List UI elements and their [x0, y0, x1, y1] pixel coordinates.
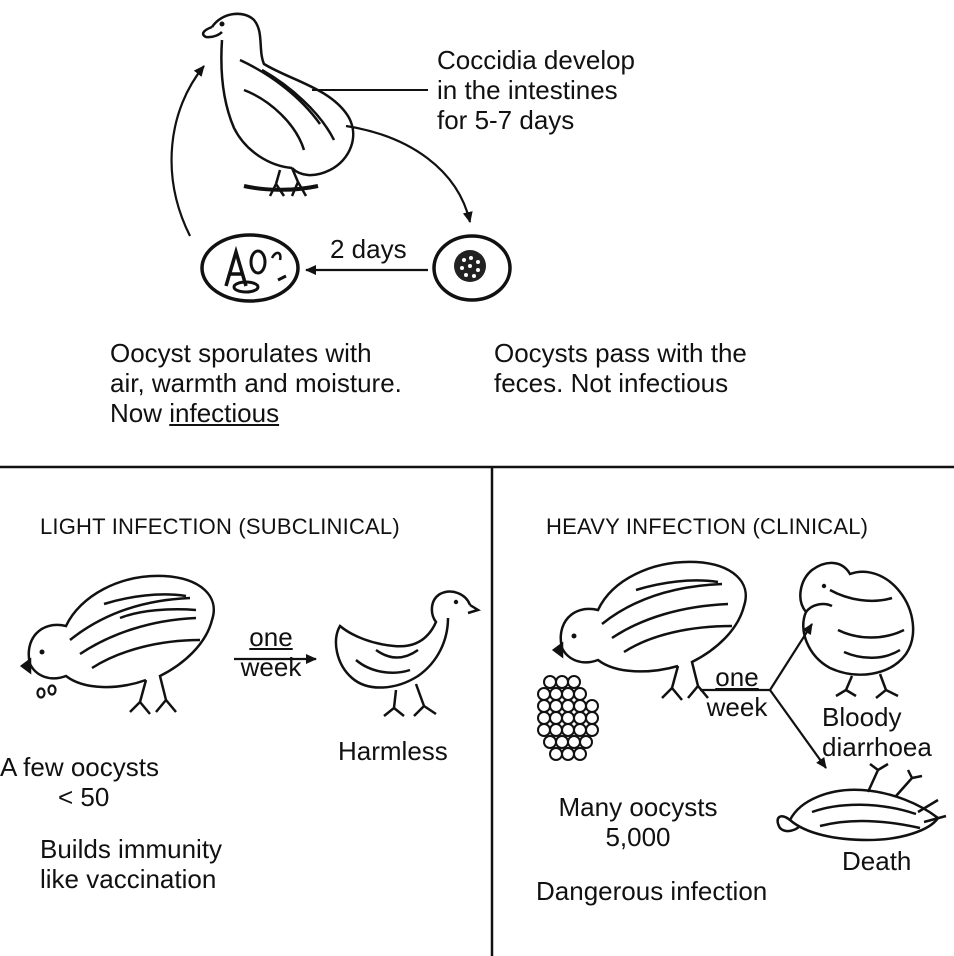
- many-oocysts-illustration: [538, 676, 598, 760]
- light-count-line2: < 50: [0, 782, 159, 812]
- sporulate-text-line3: Now infectious: [110, 398, 402, 428]
- light-count-line1: A few oocysts: [0, 752, 159, 782]
- light-infection-heading: LIGHT INFECTION (SUBCLINICAL): [40, 512, 400, 542]
- infectious-emphasis: infectious: [169, 398, 279, 428]
- light-time-line2: week: [236, 652, 306, 682]
- dead-chick-illustration: [778, 764, 946, 840]
- few-oocysts-illustration: [38, 686, 56, 698]
- heavy-count-line2: 5,000: [536, 822, 740, 852]
- sporulate-text-line1: Oocyst sporulates with: [110, 338, 402, 368]
- sick-chick-illustration: [800, 563, 913, 698]
- light-note-line1: Builds immunity: [40, 834, 222, 864]
- light-outcome-label: Harmless: [338, 736, 448, 766]
- sporulate-text-line2: air, warmth and moisture.: [110, 368, 402, 398]
- sporulated-to-hen-arrow: [172, 66, 204, 236]
- healthy-grown-chicken-illustration: [336, 592, 478, 716]
- heavy-time-line1: one: [702, 662, 772, 692]
- adult-hen-illustration: [203, 14, 353, 196]
- pass-text-line2: feces. Not infectious: [494, 368, 747, 398]
- develop-text-line1: Coccidia develop: [437, 45, 635, 75]
- hen-to-feces-arrow: [346, 126, 470, 222]
- light-note-line2: like vaccination: [40, 864, 222, 894]
- sporulated-oocyst-illustration: [202, 235, 298, 301]
- heavy-outcome2-label: Death: [842, 846, 911, 876]
- light-time-line1: one: [236, 622, 306, 652]
- heavy-note-label: Dangerous infection: [536, 876, 767, 906]
- unsporulated-oocyst-illustration: [434, 236, 510, 300]
- pass-text-line1: Oocysts pass with the: [494, 338, 747, 368]
- heavy-outcome1-line1: Bloody: [822, 702, 932, 732]
- two-days-label: 2 days: [330, 234, 407, 264]
- heavy-infection-heading: HEAVY INFECTION (CLINICAL): [546, 512, 868, 542]
- heavy-time-line2: week: [702, 692, 772, 722]
- develop-text-line2: in the intestines: [437, 75, 635, 105]
- heavy-outcome1-line2: diarrhoea: [822, 732, 932, 762]
- develop-text-line3: for 5-7 days: [437, 105, 635, 135]
- heavy-count-line1: Many oocysts: [536, 792, 740, 822]
